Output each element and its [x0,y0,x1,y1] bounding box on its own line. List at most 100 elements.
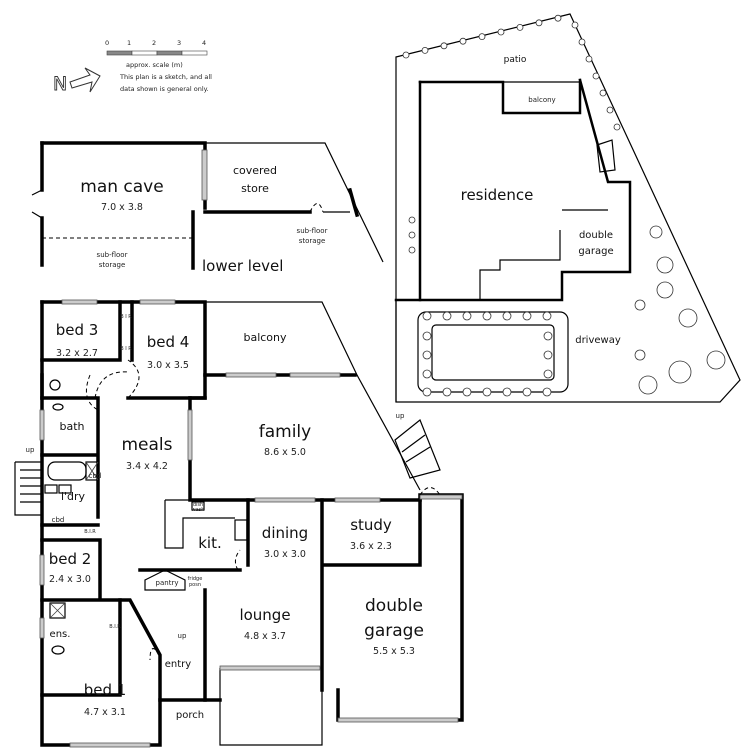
room-label-bed4: bed 4 [147,333,190,351]
pantry-label: pantry [156,579,179,587]
shrub-icon [482,311,492,321]
svg-text:store: store [241,182,269,195]
lower-level-plan: man cave 7.0 x 3.8 covered store sub-flo… [31,141,384,275]
svg-text:storage: storage [299,237,326,245]
shrub-icon [516,23,524,31]
svg-text:4.8 x 3.7: 4.8 x 3.7 [244,631,286,642]
disclaimer: data shown is general only. [120,85,209,93]
scale-tick: 2 [152,39,156,47]
shrub-icon [422,369,432,379]
cooktop-icon [234,519,248,541]
shrub-icon [592,72,600,80]
room-label-ensuite: ens. [50,629,71,640]
scale-legend: 0 1 2 3 4 approx. scale (m) This plan is… [53,39,213,95]
scale-tick: 3 [177,39,181,47]
room-label-meals: meals [121,435,172,455]
stairs-up-label: up [26,446,35,454]
site-label-patio: patio [504,55,527,65]
shrub-icon [554,14,562,22]
scale-tick: 1 [127,39,131,47]
bir-label: B I R [120,314,132,320]
shrub-icon [459,37,467,45]
svg-text:garage: garage [364,621,424,641]
room-size-man-cave: 7.0 x 3.8 [101,202,143,213]
shrub-icon [613,123,621,131]
svg-text:4.7 x 3.1: 4.7 x 3.1 [84,707,126,718]
main-floor-plan: bed 3 3.2 x 2.7 bed 4 3.0 x 3.5 balcony … [14,299,464,748]
room-label-lounge: lounge [239,606,290,624]
room-label-man-cave: man cave [80,177,163,197]
svg-text:storage: storage [99,261,126,269]
room-label-bed2: bed 2 [49,550,92,568]
svg-text:garage: garage [578,246,613,257]
svg-text:3.2 x 2.7: 3.2 x 2.7 [56,348,98,359]
site-label-garage: double [579,230,613,241]
svg-text:posn: posn [189,582,201,588]
shrub-icon [408,216,416,224]
shrub-icon [502,311,512,321]
scale-label: approx. scale (m) [126,61,183,69]
svg-text:N: N [53,73,67,95]
shrub-icon [422,331,432,341]
site-label-driveway: driveway [575,335,621,346]
shrub-icon [522,311,532,321]
sink-icon [44,484,58,494]
bir-label: B I R [120,346,132,352]
room-label-bath: bath [59,420,84,433]
shrub-icon [542,387,552,397]
site-plan: patio balcony residence double garage dr… [394,13,741,403]
subfloor-label: sub-floor [297,227,328,235]
cupboard-label: cbd [89,472,102,480]
shrub-icon [421,47,429,54]
shrub-icon [422,387,432,397]
shrub-icon [442,311,452,321]
stairs-up-label: up [396,412,405,420]
svg-text:3.6 x 2.3: 3.6 x 2.3 [350,541,392,552]
basin-icon [52,403,64,411]
shrub-icon [522,387,532,397]
bir-label: B.I.R [84,529,96,535]
dishwasher-label: dish [193,502,203,508]
room-label-entry: entry [165,659,192,670]
north-arrow-icon: N [53,67,101,95]
tree-icon [634,225,726,395]
shrub-icon [497,28,505,36]
shrub-icon [422,311,432,321]
subfloor-label: sub-floor [97,251,128,259]
stairs-left [14,461,42,516]
svg-text:3.0 x 3.0: 3.0 x 3.0 [264,549,306,560]
basin-icon [51,645,65,655]
svg-text:5.5 x 5.3: 5.5 x 5.3 [373,646,415,657]
shrub-icon [482,387,492,397]
shrub-icon [599,89,607,97]
shrub-icon [543,350,553,360]
room-label-porch: porch [176,710,204,721]
shrub-icon [502,387,512,397]
bathtub-icon [47,461,87,481]
svg-text:2.4 x 3.0: 2.4 x 3.0 [49,574,91,585]
room-label-study: study [350,516,392,534]
toilet-icon [49,379,61,391]
disclaimer: This plan is a sketch, and all [119,73,212,81]
shrub-icon [571,21,579,29]
bir-label: B.I.R [109,624,121,630]
site-label-balcony: balcony [528,96,555,104]
shrub-icon [542,311,552,321]
room-label-garage: double [365,596,423,616]
room-label-bed3: bed 3 [56,321,99,339]
shrub-icon [478,33,486,40]
shrub-icon [462,387,472,397]
lower-level-title: lower level [202,257,283,275]
shrub-icon [585,55,593,63]
stairs-right [394,419,441,479]
shrub-icon [543,369,553,379]
svg-text:wash: wash [192,507,205,513]
fridge-label: fridge [188,576,203,582]
room-label-kitchen: kit. [198,534,222,552]
site-label-residence: residence [461,186,534,204]
shrub-icon [578,38,586,46]
room-label-laundry: l'dry [61,490,86,503]
shrub-icon [440,42,448,50]
shrub-icon [462,311,472,321]
